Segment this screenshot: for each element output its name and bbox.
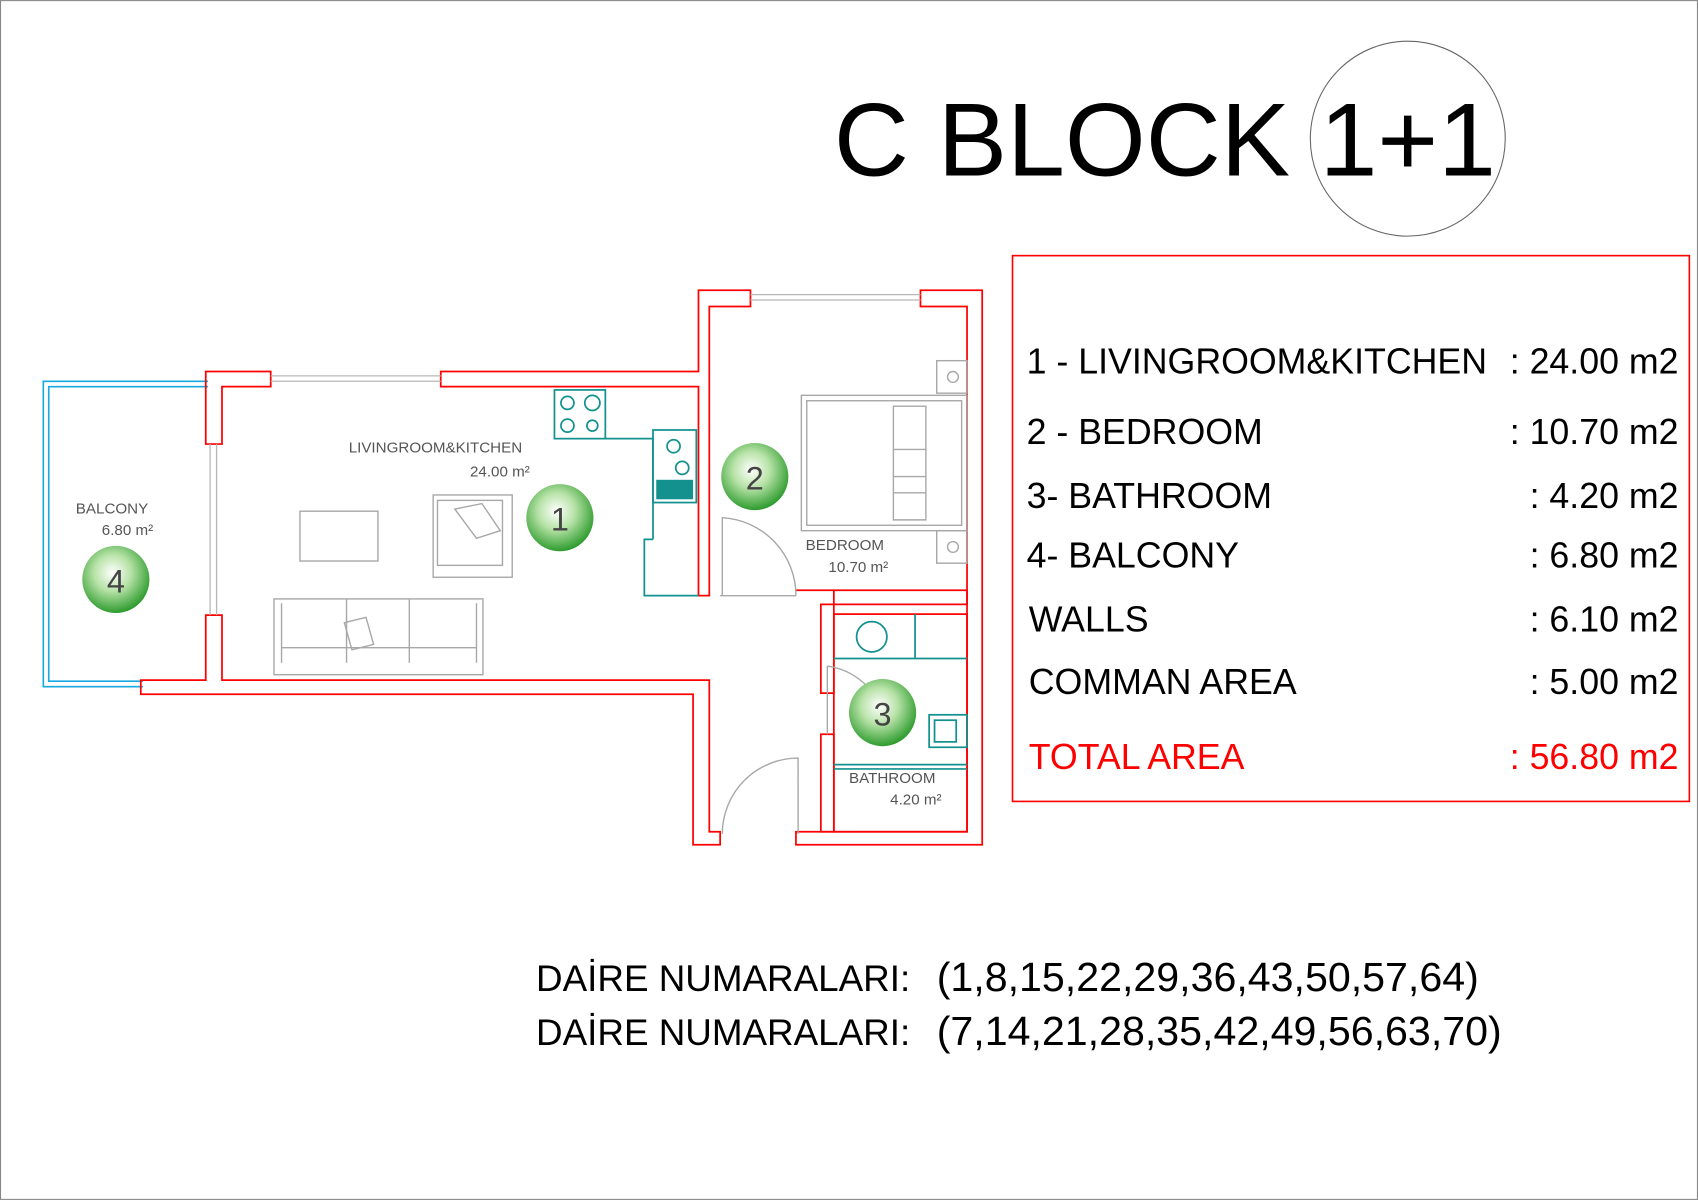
kitchen-fixtures	[553, 389, 699, 597]
unit-type-circle	[1309, 40, 1506, 237]
total-area-value: : 56.80 m2	[1510, 737, 1679, 777]
room-name-bathroom: BATHROOM	[849, 770, 935, 787]
apartment-numbers-list: (1,8,15,22,29,36,43,50,57,64)	[937, 954, 1479, 1000]
table-row-value: : 5.00 m2	[1530, 662, 1679, 702]
room-marker-number: 2	[746, 461, 764, 497]
apartment-numbers-label: DAİRE NUMARALARI:	[536, 958, 910, 999]
unit-type: 1+1	[1320, 83, 1496, 199]
table-row-label: COMMAN AREA	[1029, 662, 1297, 702]
table-row-value: : 6.10 m2	[1530, 599, 1679, 639]
total-area-label: TOTAL AREA	[1029, 737, 1245, 777]
windows	[209, 293, 921, 616]
room-marker-2: 2	[721, 442, 789, 511]
room-marker-number: 4	[107, 563, 125, 599]
page-title: C BLOCK	[834, 83, 1290, 199]
area-table: 1 - LIVINGROOM&KITCHEN : 24.00 m2 2 - BE…	[1011, 254, 1691, 803]
apartment-numbers-list: (7,14,21,28,35,42,49,56,63,70)	[937, 1008, 1502, 1054]
table-row-label: 2 - BEDROOM	[1027, 412, 1263, 452]
room-marker-1: 1	[526, 484, 594, 552]
room-area-livingroom: 24.00 m²	[470, 464, 530, 481]
bedroom-furniture	[800, 359, 968, 564]
table-row-value: : 4.20 m2	[1530, 476, 1679, 516]
walls	[139, 289, 984, 846]
balcony-railing	[42, 380, 208, 688]
table-row-label: 4- BALCONY	[1027, 536, 1240, 576]
room-area-bedroom: 10.70 m²	[828, 559, 888, 576]
room-area-bathroom: 4.20 m²	[890, 792, 941, 809]
living-furniture	[273, 494, 513, 676]
room-name-bedroom: BEDROOM	[806, 537, 884, 554]
table-row-label: WALLS	[1029, 599, 1149, 639]
bathroom-fixtures	[833, 614, 968, 770]
room-marker-4: 4	[82, 545, 150, 613]
table-row-value: : 6.80 m2	[1530, 536, 1679, 576]
room-marker-3: 3	[849, 679, 917, 747]
room-name-livingroom: LIVINGROOM&KITCHEN	[349, 440, 522, 457]
apartment-numbers-label: DAİRE NUMARALARI:	[536, 1012, 910, 1053]
table-row-value: : 24.00 m2	[1510, 342, 1679, 382]
table-row-label: 3- BATHROOM	[1027, 476, 1272, 516]
apartment-numbers: DAİRE NUMARALARI: (1,8,15,22,29,36,43,50…	[536, 954, 1502, 1054]
room-marker-number: 1	[551, 502, 569, 538]
table-row-value: : 10.70 m2	[1510, 412, 1679, 452]
room-area-balcony: 6.80 m²	[102, 522, 153, 539]
room-name-balcony: BALCONY	[76, 500, 148, 517]
table-row-label: 1 - LIVINGROOM&KITCHEN	[1027, 342, 1487, 382]
floor-plan: LIVINGROOM&KITCHEN 24.00 m² BEDROOM 10.7…	[42, 289, 984, 846]
room-marker-number: 3	[874, 697, 892, 733]
